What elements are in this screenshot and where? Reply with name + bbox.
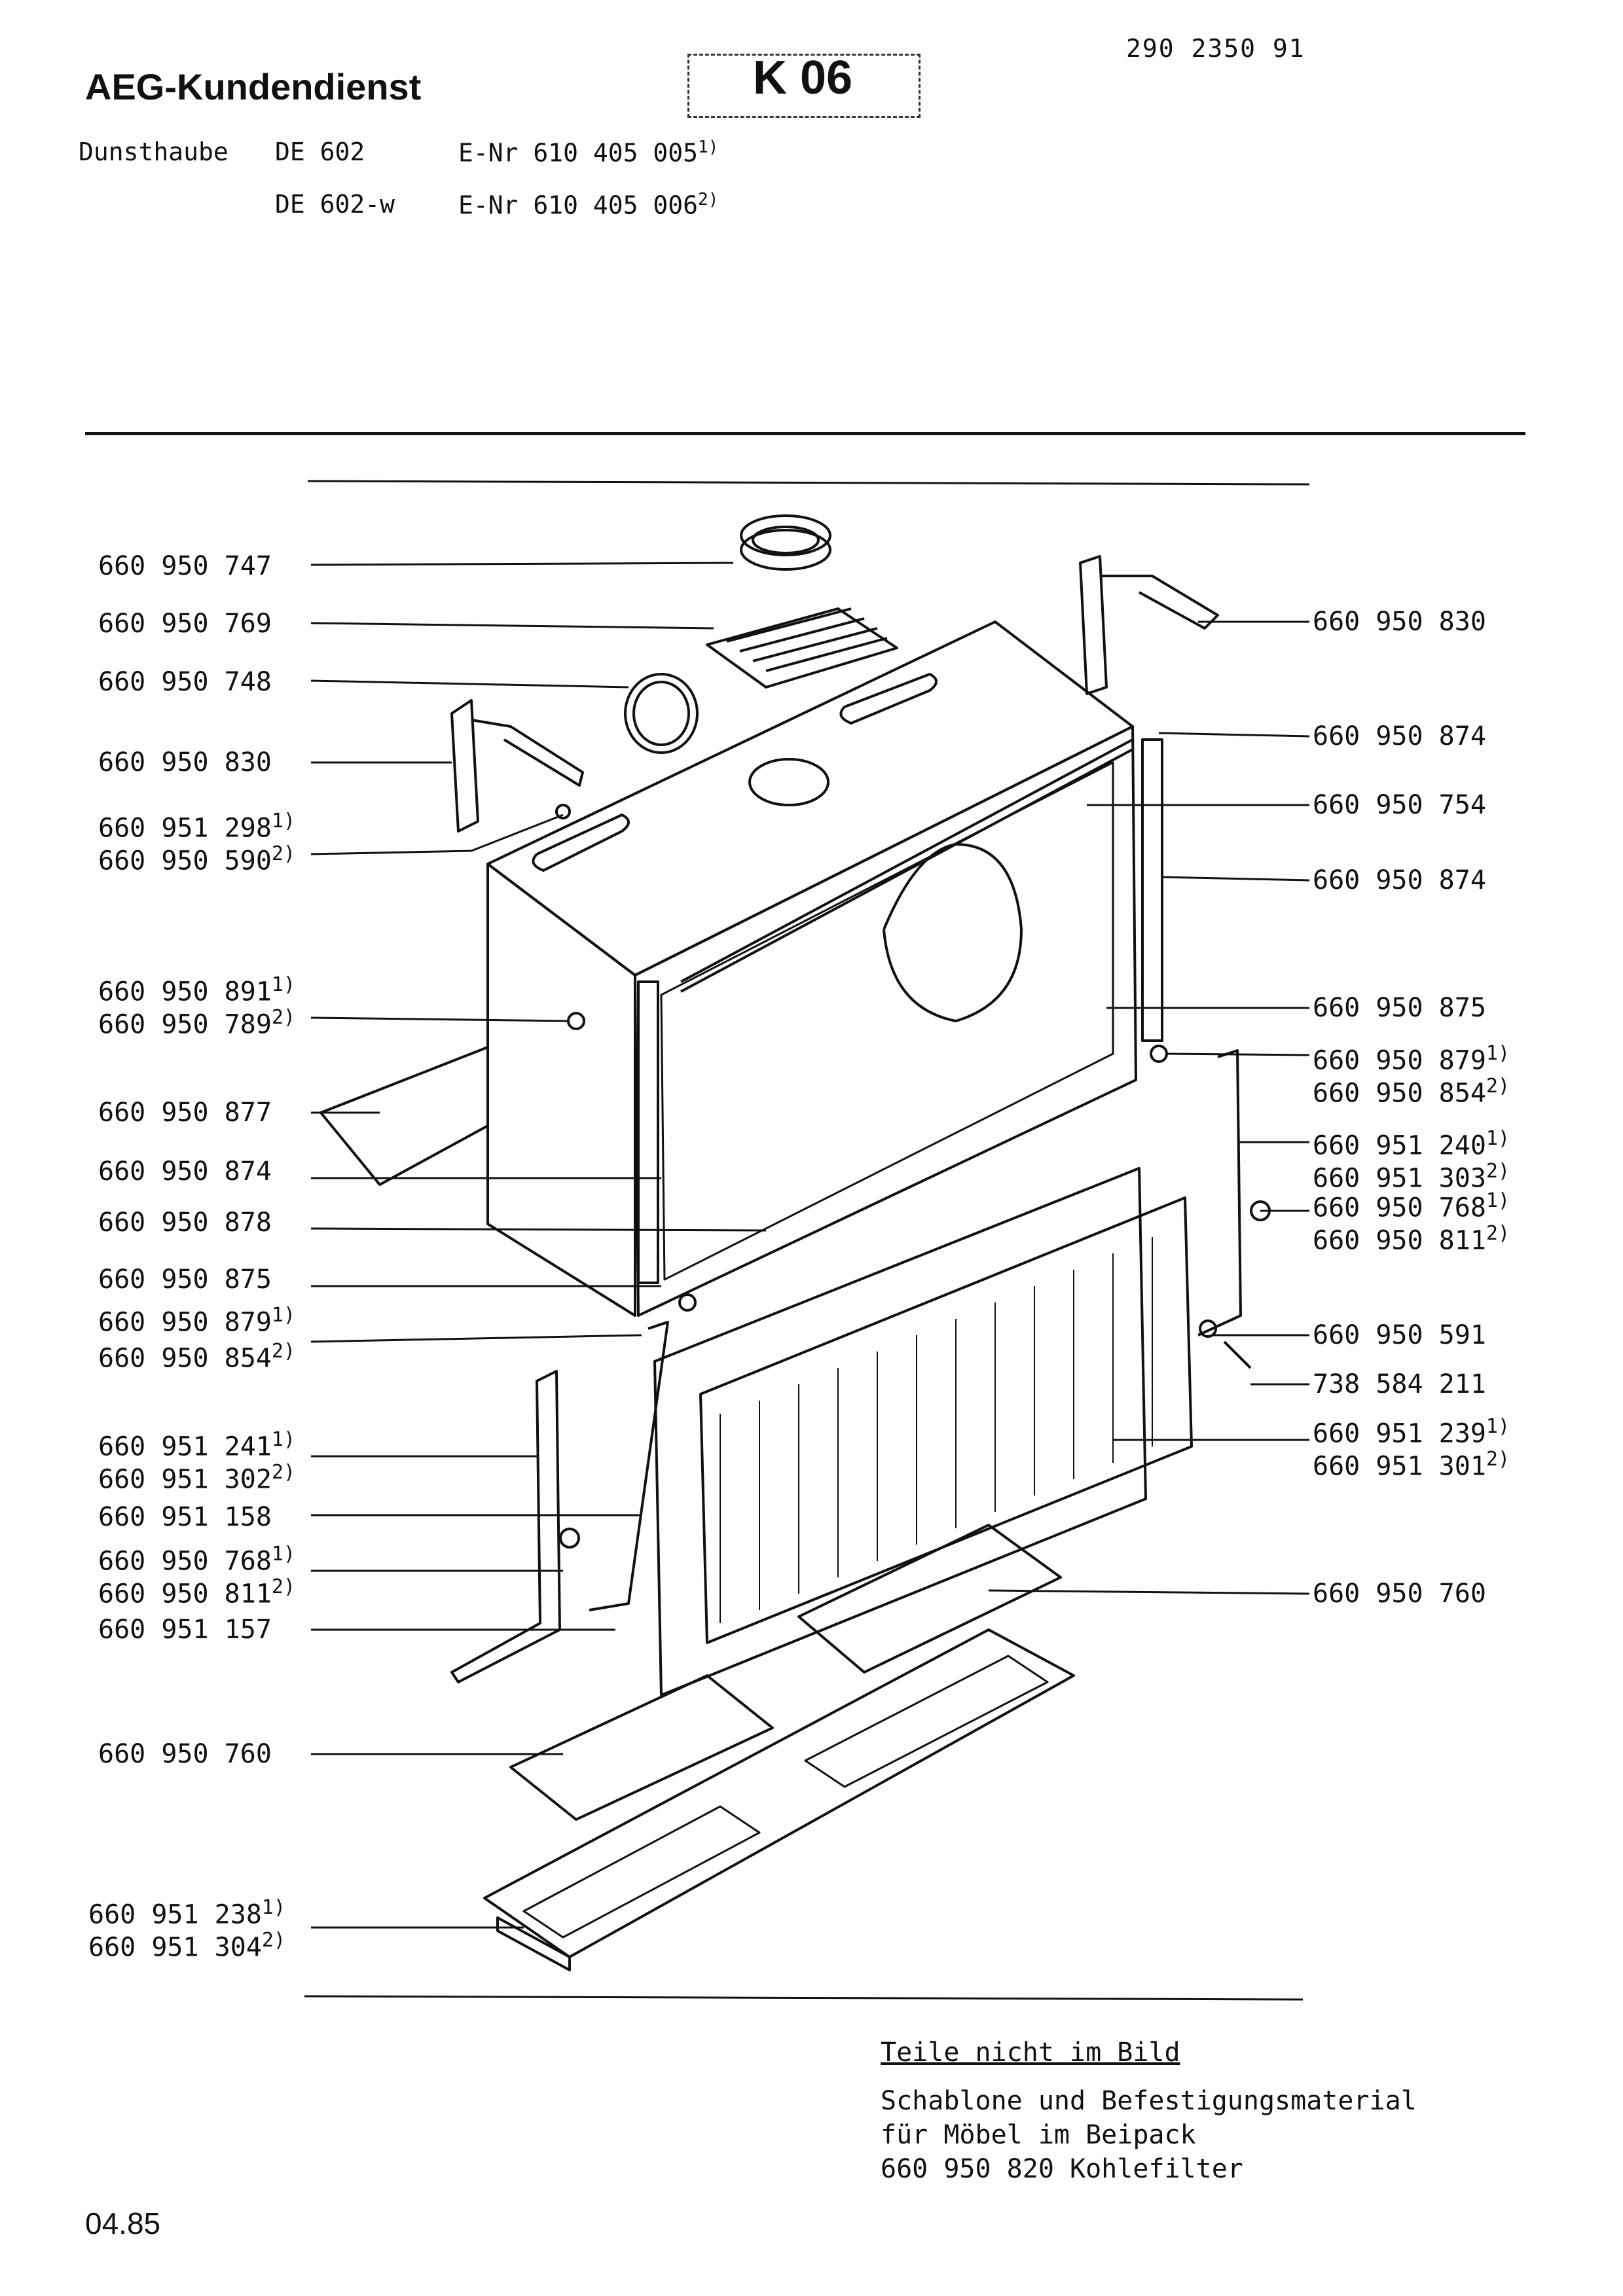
- part-label-right: 660 951 3012): [1313, 1448, 1510, 1482]
- model-1: DE 602: [275, 137, 365, 166]
- part-label-left: 660 950 7681): [98, 1543, 296, 1577]
- part-label-left: 660 950 8112): [98, 1575, 296, 1609]
- part-label-left: 660 951 3042): [88, 1929, 286, 1963]
- part-label-right: 660 950 7681): [1313, 1189, 1510, 1223]
- part-label-left: 660 951 2381): [88, 1896, 286, 1930]
- header-rule: [85, 432, 1525, 435]
- part-label-right: 660 950 875: [1313, 993, 1486, 1023]
- part-label-right: 660 950 830: [1313, 607, 1486, 637]
- part-label-left: 660 950 769: [98, 609, 272, 639]
- notes-line: für Möbel im Beipack: [881, 2120, 1196, 2150]
- part-label-left: 660 951 2981): [98, 810, 296, 844]
- part-label-right: 660 950 754: [1313, 790, 1486, 820]
- part-label-left: 660 950 747: [98, 551, 272, 581]
- document-number: 290 2350 91: [1126, 34, 1305, 63]
- part-label-right: 660 950 874: [1313, 721, 1486, 751]
- part-label-left: 660 951 158: [98, 1502, 272, 1532]
- part-label-left: 660 950 748: [98, 667, 272, 697]
- part-label-right: 660 950 591: [1313, 1320, 1486, 1350]
- part-label-right: 660 951 2401): [1313, 1127, 1510, 1161]
- part-label-left: 660 950 878: [98, 1208, 272, 1238]
- part-label-left: 660 951 3022): [98, 1461, 296, 1495]
- part-label-right: 660 950 8542): [1313, 1075, 1510, 1109]
- part-label-right: 660 950 8112): [1313, 1222, 1510, 1256]
- model-2: DE 602-w: [275, 190, 395, 219]
- notes-heading: Teile nicht im Bild: [881, 2037, 1180, 2068]
- appliance-name: Dunsthaube: [79, 137, 228, 166]
- part-label-left: 660 951 157: [98, 1615, 272, 1645]
- part-label-left: 660 950 874: [98, 1157, 272, 1187]
- part-label-left: 660 950 5902): [98, 842, 296, 876]
- part-label-right: 660 950 760: [1313, 1579, 1486, 1609]
- notes-line: Schablone und Befestigungsmaterial: [881, 2086, 1417, 2116]
- issue-date: 04.85: [85, 2206, 161, 2240]
- part-label-right: 660 951 2391): [1313, 1415, 1510, 1449]
- part-label-right: 738 584 211: [1313, 1369, 1486, 1399]
- part-label-left: 660 950 8911): [98, 973, 296, 1007]
- enr-2: E-Nr 610 405 0062): [458, 190, 719, 220]
- part-label-left: 660 951 2411): [98, 1428, 296, 1462]
- part-label-left: 660 950 8542): [98, 1340, 296, 1374]
- part-label-left: 660 950 875: [98, 1265, 272, 1295]
- part-label-left: 660 950 760: [98, 1739, 272, 1769]
- section-box: [687, 54, 921, 118]
- part-label-left: 660 950 877: [98, 1098, 272, 1128]
- part-label-right: 660 950 874: [1313, 865, 1486, 895]
- notes-block: Teile nicht im Bild Schablone und Befest…: [881, 2036, 1417, 2186]
- part-label-left: 660 950 8791): [98, 1304, 296, 1338]
- enr-1: E-Nr 610 405 0051): [458, 137, 719, 168]
- part-label-left: 660 950 830: [98, 747, 272, 778]
- brand-title: AEG-Kundendienst: [85, 66, 422, 107]
- part-label-right: 660 951 3032): [1313, 1160, 1510, 1194]
- part-label-left: 660 950 7892): [98, 1006, 296, 1040]
- part-label-right: 660 950 8791): [1313, 1042, 1510, 1076]
- notes-line: 660 950 820 Kohlefilter: [881, 2154, 1243, 2184]
- section-code: K 06: [753, 52, 853, 104]
